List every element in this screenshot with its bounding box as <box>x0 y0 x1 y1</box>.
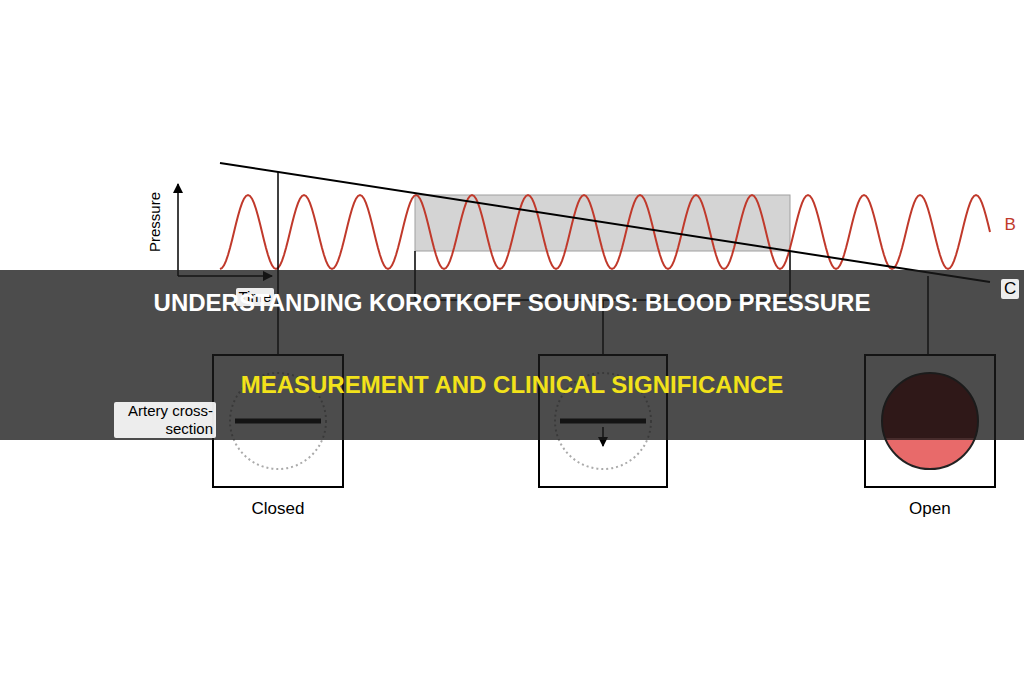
cuff-pressure-line <box>220 163 990 282</box>
curve-label: C <box>1001 279 1019 299</box>
state-label: Closed <box>252 499 305 519</box>
state-label: Open <box>909 499 951 519</box>
y-axis <box>177 184 179 276</box>
axis-label: Pressure <box>146 192 164 252</box>
curve-label: B <box>1005 215 1016 235</box>
pressure-wave <box>220 195 990 269</box>
panel-label: Artery cross-section <box>114 402 216 438</box>
title: UNDERSTANDING KOROTKOFF SOUNDS: BLOOD PR… <box>62 262 962 426</box>
